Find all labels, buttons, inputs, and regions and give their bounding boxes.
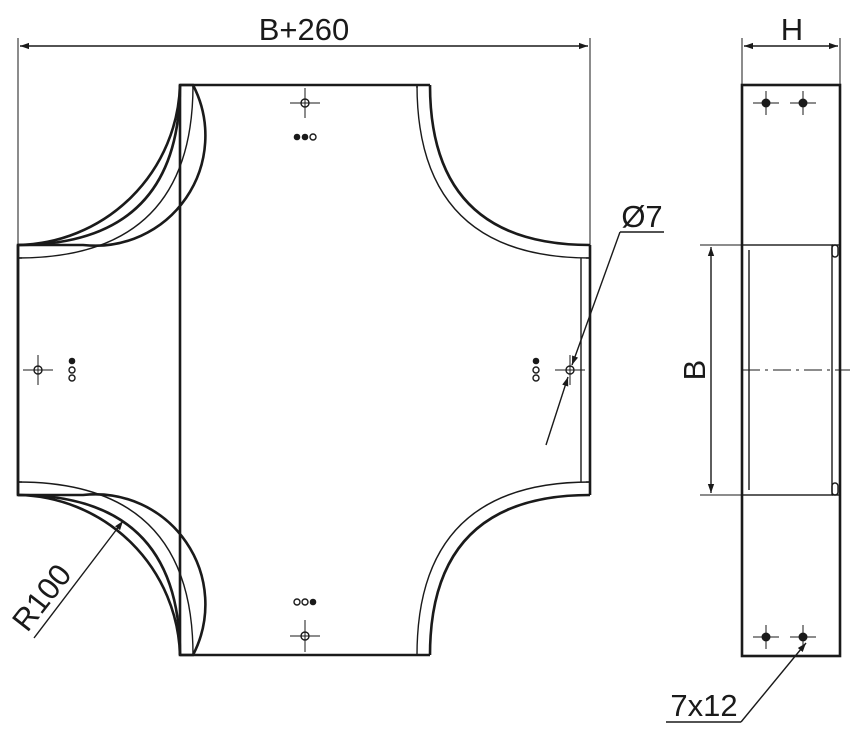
label-radius: R100 bbox=[5, 558, 78, 638]
dimension-width: B bbox=[677, 244, 742, 496]
cross-outline-left-bottom bbox=[17, 493, 182, 656]
hole-top bbox=[290, 88, 320, 141]
hole-left bbox=[23, 355, 76, 385]
cross-fitting-top-view bbox=[16, 83, 592, 657]
side-view bbox=[740, 83, 850, 658]
hole-right bbox=[532, 355, 585, 385]
cross-outline-left bbox=[17, 84, 182, 247]
mounting-holes bbox=[23, 88, 585, 652]
dimension-radius: R100 bbox=[5, 520, 124, 639]
label-height: H bbox=[781, 12, 803, 47]
label-hole-diameter: Ø7 bbox=[621, 199, 662, 234]
label-width: B bbox=[677, 360, 712, 381]
side-holes-bottom bbox=[753, 625, 816, 649]
dimension-height: H bbox=[741, 12, 841, 85]
dimension-overall-width: B+260 bbox=[17, 12, 591, 245]
side-holes-top bbox=[753, 91, 816, 115]
dimension-slot: 7x12 bbox=[666, 642, 807, 723]
hole-bottom bbox=[290, 598, 320, 652]
dimension-hole-diameter: Ø7 bbox=[545, 199, 664, 446]
label-slot-size: 7x12 bbox=[670, 688, 737, 723]
label-overall-width: B+260 bbox=[259, 12, 350, 47]
